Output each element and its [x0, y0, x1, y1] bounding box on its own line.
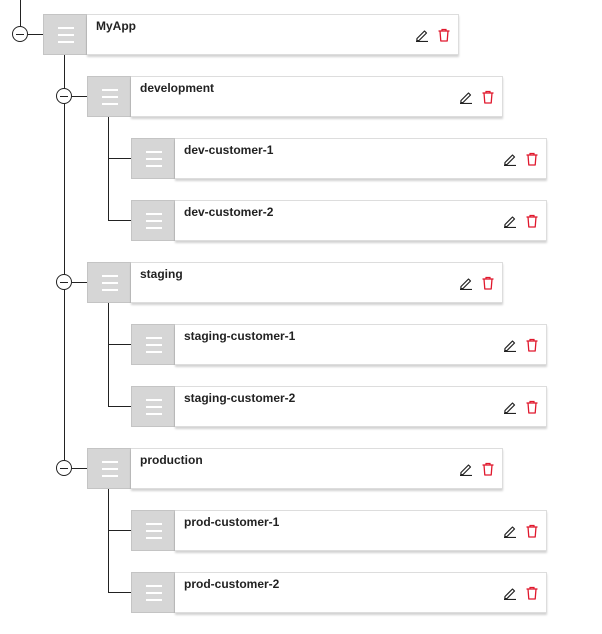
trash-icon[interactable] [525, 586, 539, 600]
tree-connector [108, 220, 131, 221]
drag-handle-icon[interactable] [87, 76, 131, 117]
tree-node-development: development [87, 76, 503, 117]
collapse-development-button[interactable] [56, 88, 72, 104]
tree-node-prod-customer-2: prod-customer-2 [131, 572, 547, 613]
pencil-icon[interactable] [459, 90, 473, 104]
minus-circle-icon [16, 34, 24, 35]
trash-icon[interactable] [525, 338, 539, 352]
tree-node-myapp: MyApp [43, 14, 459, 55]
node-content[interactable]: production [131, 448, 503, 489]
node-title: staging-customer-1 [184, 329, 296, 343]
minus-circle-icon [60, 468, 68, 469]
trash-icon[interactable] [525, 152, 539, 166]
tree-connector [108, 489, 109, 592]
node-content[interactable]: staging-customer-2 [175, 386, 547, 427]
pencil-icon[interactable] [503, 214, 517, 228]
pencil-icon[interactable] [503, 338, 517, 352]
trash-icon[interactable] [437, 28, 451, 42]
tree-connector [72, 468, 87, 469]
node-title: dev-customer-1 [184, 143, 274, 157]
node-content[interactable]: prod-customer-2 [175, 572, 547, 613]
tree-connector [108, 344, 131, 345]
tree-connector [108, 406, 131, 407]
tree-connector [28, 34, 43, 35]
tree-connector [72, 96, 87, 97]
drag-handle-icon[interactable] [131, 324, 175, 365]
tree-node-staging: staging [87, 262, 503, 303]
pencil-icon[interactable] [503, 400, 517, 414]
tree-connector [72, 282, 87, 283]
drag-handle-icon[interactable] [131, 200, 175, 241]
drag-handle-icon[interactable] [43, 14, 87, 55]
node-content[interactable]: prod-customer-1 [175, 510, 547, 551]
node-title: staging-customer-2 [184, 391, 296, 405]
pencil-icon[interactable] [503, 152, 517, 166]
drag-handle-icon[interactable] [131, 138, 175, 179]
tree-connector [108, 158, 131, 159]
tree-node-dev-customer-2: dev-customer-2 [131, 200, 547, 241]
drag-handle-icon[interactable] [131, 510, 175, 551]
node-content[interactable]: staging [131, 262, 503, 303]
node-title: dev-customer-2 [184, 205, 274, 219]
tree-connector [20, 0, 21, 27]
collapse-production-button[interactable] [56, 460, 72, 476]
node-content[interactable]: staging-customer-1 [175, 324, 547, 365]
pencil-icon[interactable] [503, 524, 517, 538]
tree-connector [108, 530, 131, 531]
trash-icon[interactable] [525, 214, 539, 228]
trash-icon[interactable] [481, 276, 495, 290]
tree-node-dev-customer-1: dev-customer-1 [131, 138, 547, 179]
tree-node-prod-customer-1: prod-customer-1 [131, 510, 547, 551]
pencil-icon[interactable] [459, 462, 473, 476]
node-content[interactable]: dev-customer-2 [175, 200, 547, 241]
trash-icon[interactable] [481, 462, 495, 476]
minus-circle-icon [60, 282, 68, 283]
minus-circle-icon [60, 96, 68, 97]
node-title: production [140, 453, 203, 467]
tree-connector [108, 117, 109, 220]
node-title: MyApp [96, 19, 136, 33]
tree-connector [108, 303, 109, 406]
node-content[interactable]: dev-customer-1 [175, 138, 547, 179]
drag-handle-icon[interactable] [87, 448, 131, 489]
pencil-icon[interactable] [503, 586, 517, 600]
trash-icon[interactable] [525, 400, 539, 414]
collapse-myapp-button[interactable] [12, 26, 28, 42]
tree-connector [108, 592, 131, 593]
pencil-icon[interactable] [415, 28, 429, 42]
drag-handle-icon[interactable] [87, 262, 131, 303]
node-title: staging [140, 267, 183, 281]
node-content[interactable]: development [131, 76, 503, 117]
collapse-staging-button[interactable] [56, 274, 72, 290]
tree-node-staging-customer-2: staging-customer-2 [131, 386, 547, 427]
drag-handle-icon[interactable] [131, 572, 175, 613]
node-content[interactable]: MyApp [87, 14, 459, 55]
drag-handle-icon[interactable] [131, 386, 175, 427]
tree-node-production: production [87, 448, 503, 489]
tree-connector [64, 55, 65, 468]
tree-node-staging-customer-1: staging-customer-1 [131, 324, 547, 365]
node-title: prod-customer-2 [184, 577, 280, 591]
node-title: development [140, 81, 215, 95]
pencil-icon[interactable] [459, 276, 473, 290]
trash-icon[interactable] [481, 90, 495, 104]
trash-icon[interactable] [525, 524, 539, 538]
node-title: prod-customer-1 [184, 515, 280, 529]
